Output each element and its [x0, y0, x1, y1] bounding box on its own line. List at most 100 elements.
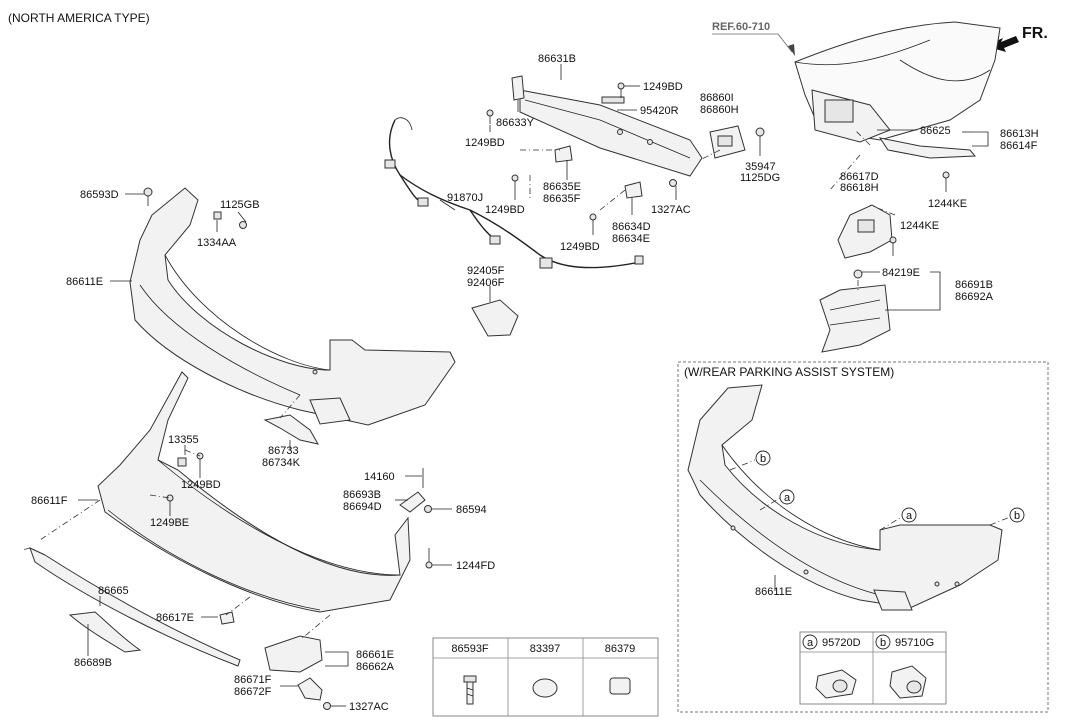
part-label: 86614F	[1000, 140, 1038, 152]
part-label: 1249BD	[465, 137, 505, 149]
bolt-icon	[166, 494, 174, 509]
sensor-letter-b	[875, 634, 891, 650]
sensor-a-icon	[815, 669, 857, 699]
reflector-cover	[471, 299, 519, 337]
part-label: 1249BD	[643, 81, 683, 93]
part-label: 86693B	[343, 489, 381, 501]
sensor-hole	[730, 525, 736, 531]
body-panel-reference	[794, 21, 1001, 143]
part-label: 86671F	[234, 674, 272, 686]
part-label: 86617E	[156, 612, 194, 624]
back-beam-assembly	[511, 75, 746, 199]
part-label: 86593D	[80, 189, 119, 201]
part-label: 86631B	[538, 53, 576, 65]
sensor-hole	[954, 581, 960, 587]
part-label: 14160	[364, 471, 395, 483]
part-label: 86860H	[700, 104, 739, 116]
part-label: 86594	[456, 504, 487, 516]
side-bracket-upper	[878, 137, 977, 159]
part-label: 92406F	[467, 277, 505, 289]
ref-label: REF.60-710	[712, 21, 770, 33]
part-label: 84219E	[882, 267, 920, 279]
type-label: (NORTH AMERICA TYPE)	[8, 11, 150, 25]
part-label: 1244KE	[900, 220, 939, 232]
front-label: FR.	[1022, 25, 1048, 42]
part-label: 86611F	[31, 495, 68, 507]
part-label: 86661E	[356, 649, 394, 661]
sensor-letter: a	[807, 637, 814, 649]
callout-b	[755, 450, 771, 466]
part-label: 86691B	[955, 279, 993, 291]
part-label: 86611E	[66, 276, 103, 288]
rear-bumper-cover-upper	[129, 187, 456, 426]
part-label: 1249BD	[485, 204, 525, 216]
bracket-86733	[263, 414, 319, 445]
part-label: 86625	[920, 125, 951, 137]
part-label: 95420R	[640, 105, 679, 117]
part-label: 91870J	[447, 192, 483, 204]
skid-plate-86665	[29, 547, 241, 667]
sensor-code: 95720D	[822, 637, 861, 649]
part-label: 1125DG	[740, 172, 780, 184]
part-label: 86635F	[543, 193, 581, 205]
nut-icon	[213, 211, 222, 220]
part-label: 1125GB	[220, 199, 260, 211]
sensor-hole	[934, 581, 940, 587]
callout-letter: a	[784, 492, 791, 504]
part-label: 86689B	[74, 657, 112, 669]
part-label: 86618H	[840, 182, 879, 194]
inset-bumper	[687, 384, 1003, 609]
callout-letter: b	[760, 453, 766, 465]
bracket-86661e	[264, 635, 323, 673]
table-header: 86593F	[451, 643, 489, 655]
bracket-86671f	[297, 677, 323, 701]
part-label: 86633Y	[496, 117, 535, 129]
callout-a	[901, 507, 917, 523]
bolt-icon	[511, 174, 519, 190]
bolt-icon	[755, 127, 765, 148]
nut-icon	[323, 702, 331, 710]
part-label: 1249BE	[150, 517, 189, 529]
part-label: 35947	[745, 161, 776, 173]
ref-callout: REF.60-710	[712, 21, 795, 56]
bolt-icon	[589, 213, 597, 228]
part-label: 86613H	[1000, 128, 1039, 140]
part-label: 86733	[268, 445, 299, 457]
inset-title: (W/REAR PARKING ASSIST SYSTEM)	[684, 365, 894, 379]
part-label: 1327AC	[651, 204, 691, 216]
sensor-letter: b	[880, 637, 886, 649]
bolt-icon	[889, 236, 897, 250]
inset-part-label: 86611E	[755, 586, 792, 598]
part-label: 1249BD	[181, 479, 221, 491]
table-header: 83397	[530, 643, 561, 655]
bolt-icon	[942, 171, 950, 186]
callout-b	[1009, 507, 1025, 523]
part-label: 92405F	[467, 265, 505, 277]
part-label: 86694D	[343, 501, 382, 513]
part-label: 86634E	[612, 233, 650, 245]
callout-a	[779, 489, 795, 505]
callout-letter: a	[906, 510, 913, 522]
bracket-86693b	[399, 491, 426, 513]
nut-icon	[669, 179, 677, 187]
bolt-icon	[239, 221, 247, 229]
part-label: 1244KE	[928, 198, 967, 210]
sensor-code: 95710G	[895, 637, 934, 649]
sensor-b-icon	[889, 665, 927, 699]
part-label: 1249BD	[560, 241, 600, 253]
assembly-lines	[21, 129, 896, 641]
callout-letter: b	[1014, 510, 1020, 522]
part-label: 86665	[98, 585, 129, 597]
pad-icon	[609, 677, 631, 695]
parts-table: 86593F 83397 86379	[432, 637, 659, 717]
parking-assist-inset: (W/REAR PARKING ASSIST SYSTEM) b a a b 8…	[677, 361, 1049, 713]
part-labels: 86631B 1249BD 95420R 86860I 86860H 1249B…	[31, 53, 1039, 713]
part-label: 1334AA	[197, 237, 237, 249]
bolt-icon	[486, 109, 494, 124]
plug-icon	[532, 678, 558, 698]
part-label: 86635E	[543, 181, 581, 193]
table-header: 86379	[605, 643, 636, 655]
clip-icon	[177, 457, 187, 467]
under-cover	[819, 284, 891, 353]
